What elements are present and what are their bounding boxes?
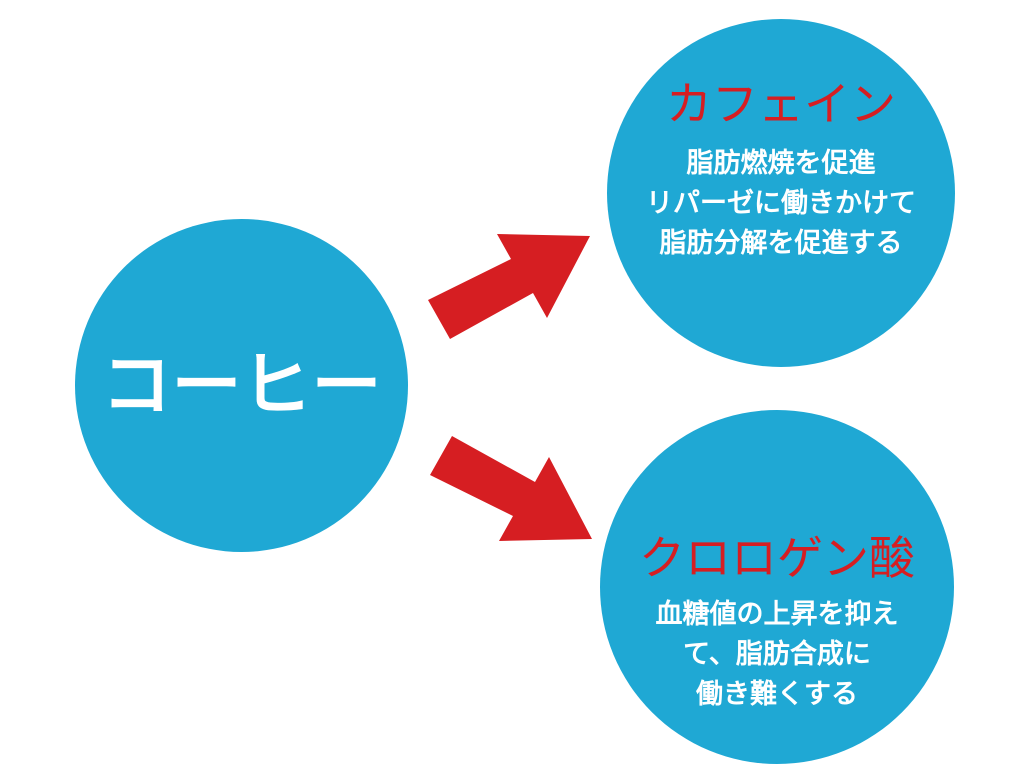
arrow-down-right — [430, 436, 592, 541]
arrow-up-right — [428, 234, 590, 339]
chlorogenic-acid-description-line: 働き難くする — [696, 679, 858, 710]
chlorogenic-acid-description-line: て、脂肪合成に — [683, 639, 871, 670]
caffeine-description-line: 脂肪燃焼を促進 — [686, 148, 876, 179]
source-circle — [75, 219, 408, 552]
chlorogenic-acid-description: 血糖値の上昇を抑え て、脂肪合成に 働き難くする — [600, 595, 954, 715]
chlorogenic-acid-description-line: 血糖値の上昇を抑え — [655, 599, 899, 630]
chlorogenic-acid-title: クロロゲン酸 — [639, 531, 915, 585]
source-label: コーヒー — [101, 344, 382, 426]
caffeine-description-line: リパーゼに働きかけて — [646, 188, 916, 219]
caffeine-circle — [607, 19, 955, 367]
caffeine-description-line: 脂肪分解を促進する — [659, 228, 903, 259]
chlorogenic-acid-circle — [600, 410, 954, 764]
caffeine-title: カフェイン — [666, 77, 896, 131]
caffeine-description: 脂肪燃焼を促進 リパーゼに働きかけて 脂肪分解を促進する — [607, 144, 955, 264]
